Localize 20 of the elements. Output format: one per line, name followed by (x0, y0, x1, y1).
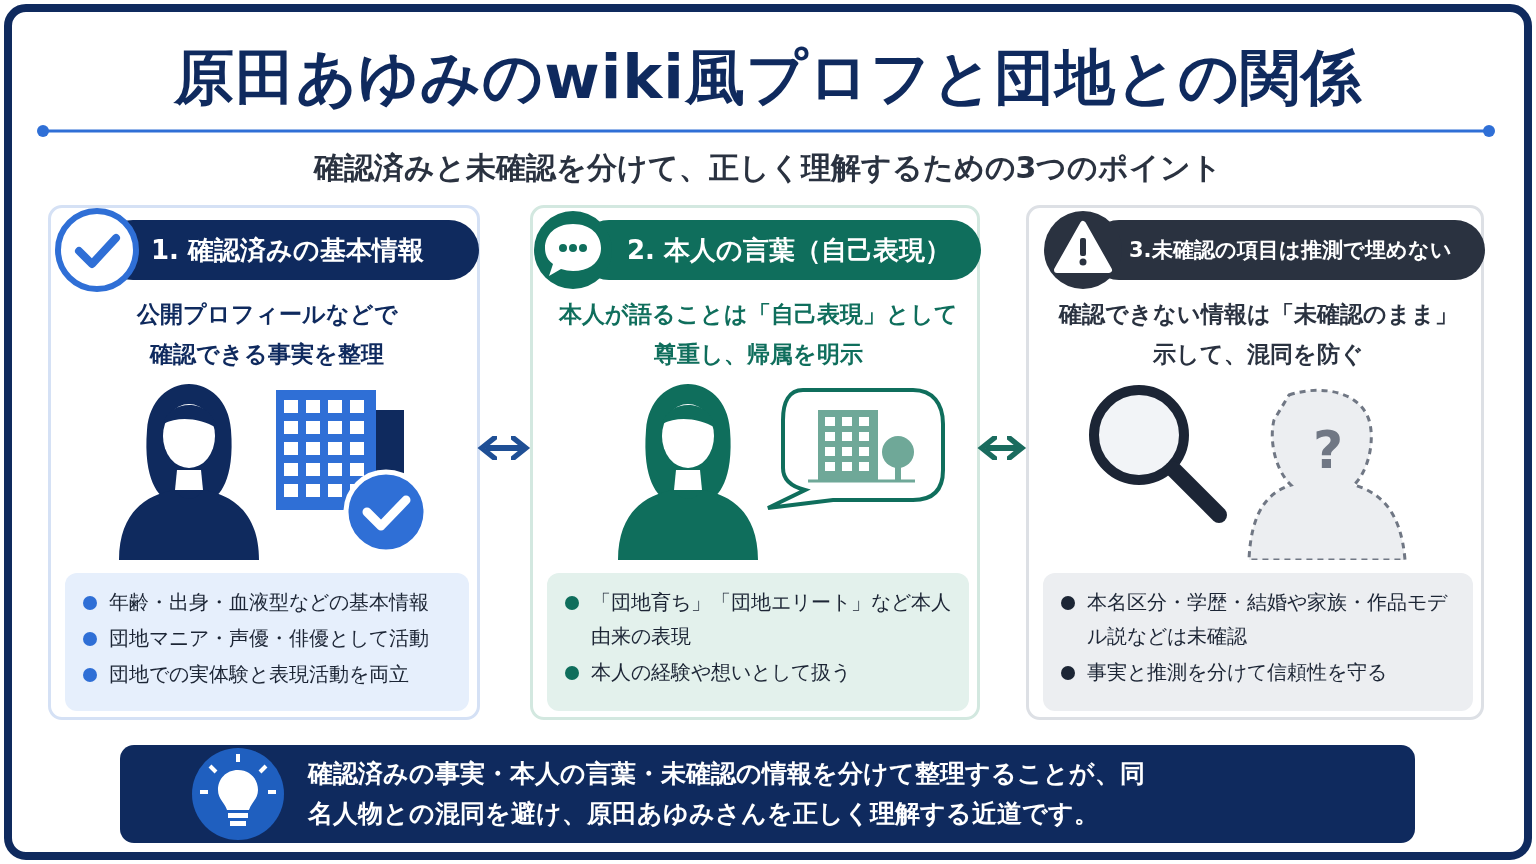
bullet-item: 本名区分・学歴・結婚や家族・作品モデル説などは未確認 (1057, 585, 1459, 653)
bullet-item: 事実と推測を分けて信頼性を守る (1057, 655, 1459, 689)
panel-subtitle: 確認できない情報は「未確認のまま」示して、混同を防ぐ (1057, 300, 1459, 369)
summary-banner (120, 745, 1415, 843)
info-panel (1026, 205, 1484, 720)
bullet-item: 団地マニア・声優・俳優として活動 (79, 621, 455, 655)
bullet-item: 年齢・出身・血液型などの基本情報 (79, 585, 455, 619)
bullet-item: 団地での実体験と表現活動を両立 (79, 657, 455, 691)
title: 原田あゆみのwiki風プロフと団地との関係 (172, 41, 1363, 114)
panel-subtitle: 本人が語ることは「自己表現」として尊重し、帰属を明示 (557, 300, 959, 369)
summary-text: 確認済みの事実・本人の言葉・未確認の情報を分けて整理することが、同名人物との混同を避け、原田あゆみさんを正しく理解する近道です。 (308, 758, 1146, 830)
info-panel (530, 205, 980, 720)
question-mark: ? (1313, 420, 1344, 480)
bullet-item: 「団地育ち」「団地エリート」など本人由来の表現 (561, 585, 955, 653)
double-arrow (479, 433, 529, 463)
double-arrow (979, 433, 1025, 463)
bullet-item: 本人の経験や想いとして扱う (561, 655, 955, 689)
subtitle: 確認済みと未確認を分けて、正しく理解するための3つのポイント (312, 149, 1224, 187)
info-panel (48, 205, 480, 720)
panel-subtitle: 公開プロフィールなどで確認できる事実を整理 (135, 300, 399, 369)
